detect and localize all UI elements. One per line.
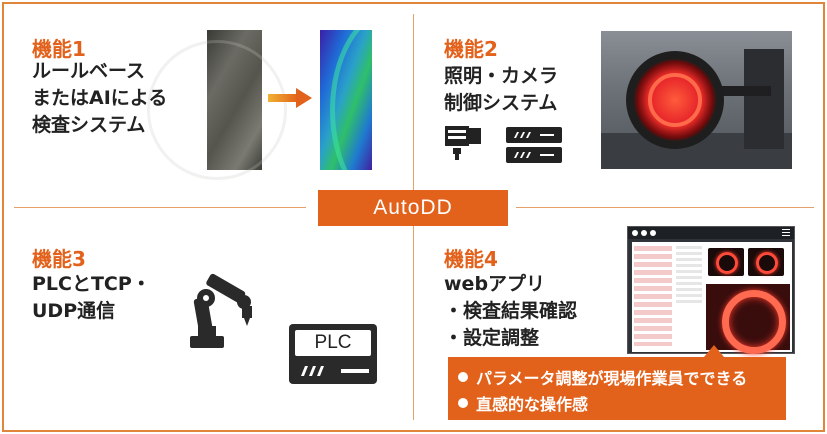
lighting-camera-photo <box>601 31 792 169</box>
arrow-right-icon <box>268 88 312 108</box>
feature4-description: webアプリ ・検査結果確認 ・設定調整 <box>444 273 578 349</box>
plc-label: PLC <box>314 332 352 353</box>
feature2-description: 照明・カメラ 制御システム <box>444 65 559 114</box>
feature1-title: 機能1 <box>32 37 86 61</box>
callout-text: 直感的な操作感 <box>476 395 589 414</box>
feature4-title: 機能4 <box>444 247 498 271</box>
divider-horizontal-left <box>14 207 306 208</box>
feature3-title: 機能3 <box>32 247 86 271</box>
plc-device-icon: PLC <box>289 324 377 384</box>
webapp-callout: パラメータ調整が現場作業員でできる 直感的な操作感 <box>448 345 786 420</box>
bullet-icon <box>458 372 468 382</box>
bullet-icon <box>458 398 468 408</box>
feature3-description: PLCとTCP・ UDP通信 <box>32 273 151 322</box>
callout-item: パラメータ調整が現場作業員でできる <box>458 365 747 389</box>
controller-icon <box>506 127 562 163</box>
autodd-label: AutoDD <box>318 190 508 226</box>
webapp-screenshot <box>627 226 795 354</box>
feature1-description: ルールベース またはAIによる 検査システム <box>32 60 168 136</box>
raw-inspection-image <box>147 30 287 180</box>
feature2-title: 機能2 <box>444 37 498 61</box>
processed-heatmap-image <box>320 30 372 170</box>
callout-item: 直感的な操作感 <box>458 391 588 415</box>
callout-text: パラメータ調整が現場作業員でできる <box>476 369 748 388</box>
divider-horizontal-right <box>516 207 814 208</box>
robot-arm-icon <box>190 273 252 348</box>
camera-icon <box>445 126 481 160</box>
